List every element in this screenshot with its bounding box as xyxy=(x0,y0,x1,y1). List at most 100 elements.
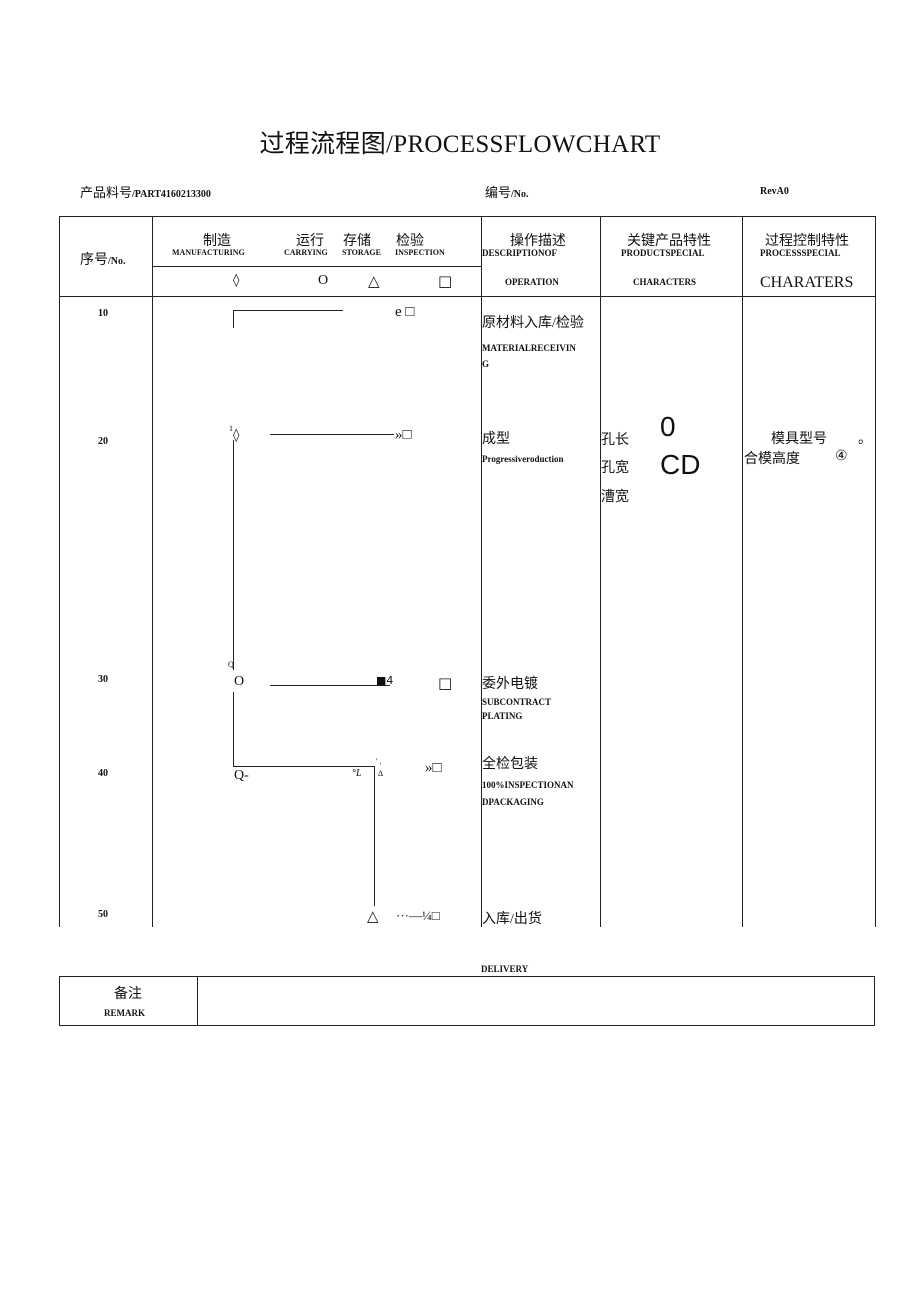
row-10-inspection-symbol-icon: e □ xyxy=(395,304,415,320)
row-50-desc-cn: 入库/出货 xyxy=(482,912,542,927)
seq-header-en: /No. xyxy=(108,256,126,267)
proc-header-en: PROCESSSPECIAL xyxy=(760,248,841,258)
seq-header-cn: 序号 xyxy=(80,253,108,268)
carrying-symbol-icon: O xyxy=(318,273,329,288)
row-30-desc-en2: PLATING xyxy=(482,711,523,721)
inspection-symbol-icon: □ xyxy=(438,272,453,290)
row-50-number: 50 xyxy=(98,909,108,920)
remark-label-cn: 备注 xyxy=(114,987,142,1002)
remark-divider xyxy=(197,976,198,1026)
insp-header-en: INSPECTION xyxy=(395,248,445,257)
row-40-desc-en2: DPACKAGING xyxy=(482,797,544,807)
seq-header: 序号/No. xyxy=(80,249,126,269)
page-title: 过程流程图/PROCESSFLOWCHART xyxy=(259,131,661,158)
remark-left-border xyxy=(59,976,60,1026)
rev-value: RevA0 xyxy=(760,186,789,197)
no-value: /No. xyxy=(511,189,529,200)
row-20-proc-2: 合模高度 xyxy=(744,452,800,467)
proc-header-cn: 过程控制特性 xyxy=(765,234,849,249)
row-30-carrying-symbol-icon: O xyxy=(234,674,245,689)
remark-right-border xyxy=(874,976,875,1026)
prod-header-cn: 关键产品特性 xyxy=(627,234,711,249)
table-top-border xyxy=(59,216,875,217)
row-30-desc-cn: 委外电镀 xyxy=(482,677,538,692)
row-10-number: 10 xyxy=(98,308,108,319)
doc-number: 编号/No. xyxy=(485,182,529,201)
row-40-mark-l: °L xyxy=(352,768,362,779)
row-40-number: 40 xyxy=(98,768,108,779)
row-40-mark-dots: ' . xyxy=(376,757,382,766)
row-10-desc-en2: G xyxy=(482,359,490,369)
prod-header-en: PRODUCTSPECIAL xyxy=(621,248,705,258)
flow-line-40 xyxy=(233,766,375,767)
remark-top-border xyxy=(59,976,875,977)
flow-line-40-50 xyxy=(374,766,375,906)
row-20-prod-2: 孔宽 xyxy=(601,461,629,476)
row-30-mark: Q xyxy=(228,660,234,669)
remark-label-en: REMARK xyxy=(104,1008,145,1018)
col-divider-desc xyxy=(600,216,601,927)
row-10-desc-cn: 原材料入库/检验 xyxy=(482,316,584,331)
header-split-line xyxy=(152,266,481,267)
row-30-inspection-symbol-icon: □ xyxy=(438,674,453,692)
row-20-prod-mark-2: CD xyxy=(660,449,701,480)
row-40-carrying-symbol-icon: Q- xyxy=(234,768,249,783)
table-left-border xyxy=(59,216,60,927)
row-20-proc-2-mark: ④ xyxy=(835,449,848,464)
flow-line-10-down xyxy=(233,310,234,328)
row-20-mark: 1 xyxy=(229,424,233,433)
desc-header-cn: 操作描述 xyxy=(510,234,566,249)
row-30-desc-en: SUBCONTRACT xyxy=(482,697,552,707)
remark-bottom-border xyxy=(59,1025,875,1026)
flow-line-10-top xyxy=(233,310,343,311)
desc-header-en: DESCRIPTIONOF xyxy=(482,248,558,258)
part-value: /PART4160213300 xyxy=(132,189,211,200)
row-20-prod-1: 孔长 xyxy=(601,433,629,448)
row-40-desc-en: 100%INSPECTIONAN xyxy=(482,780,574,790)
row-20-proc-1-mark: 。 xyxy=(858,432,872,447)
table-right-border xyxy=(875,216,876,927)
mfg-header-en: MANUFACTURING xyxy=(172,248,245,257)
row-30-number: 30 xyxy=(98,674,108,685)
manufacturing-symbol-icon: ◊ xyxy=(233,273,240,288)
col-divider-flow xyxy=(481,216,482,927)
row-20-prod-3: 漕宽 xyxy=(601,490,629,505)
desc-header-en2: OPERATION xyxy=(505,277,559,287)
store-header-cn: 存储 xyxy=(343,234,371,249)
row-50-inspection-symbol-icon: ···—¼□ xyxy=(396,908,440,923)
row-20-number: 20 xyxy=(98,436,108,447)
flow-line-30 xyxy=(270,685,390,686)
row-40-mark-triangle: Δ xyxy=(378,769,384,778)
revision: RevA0 xyxy=(760,182,789,198)
col-divider-prod xyxy=(742,216,743,927)
row-20-proc-1: 模具型号 xyxy=(771,432,827,447)
row-10-desc-en: MATERIALRECEIVIN xyxy=(482,343,576,353)
row-20-prod-mark-1: 0 xyxy=(660,411,676,442)
proc-header-en2: CHARATERS xyxy=(760,274,854,291)
row-50-storage-symbol-icon: △ xyxy=(367,907,379,925)
col-divider-seq xyxy=(152,216,153,927)
flow-line-20-30 xyxy=(233,440,234,670)
part-label: 产品料号 xyxy=(80,185,133,200)
row-40-inspection-symbol-icon: »□ xyxy=(425,760,442,776)
row-20-inspection-symbol-icon: »□ xyxy=(395,427,412,443)
header-bottom-border xyxy=(59,296,875,297)
flow-line-20 xyxy=(270,434,394,435)
carry-header-en: CARRYING xyxy=(284,248,328,257)
mfg-header-cn: 制造 xyxy=(203,234,231,249)
prod-header-en2: CHARACTERS xyxy=(633,277,697,287)
flow-line-30-40 xyxy=(233,692,234,766)
insp-header-cn: 检验 xyxy=(396,234,424,249)
store-header-en: STORAGE xyxy=(342,248,381,257)
row-30-storage-symbol-icon: ■4 xyxy=(376,674,394,687)
carry-header-cn: 运行 xyxy=(296,234,324,249)
part-number: 产品料号/PART4160213300 xyxy=(80,182,211,201)
row-40-desc-cn: 全检包装 xyxy=(482,757,538,772)
row-50-desc-en: DELIVERY xyxy=(481,964,529,974)
remark-content xyxy=(198,977,874,1025)
storage-symbol-icon: △ xyxy=(368,272,380,290)
row-20-manufacturing-symbol-icon: ◊ xyxy=(233,428,240,443)
row-20-desc-en: Progressiveroduction xyxy=(482,454,564,464)
no-label: 编号 xyxy=(485,185,512,200)
row-20-desc-cn: 成型 xyxy=(482,432,510,447)
